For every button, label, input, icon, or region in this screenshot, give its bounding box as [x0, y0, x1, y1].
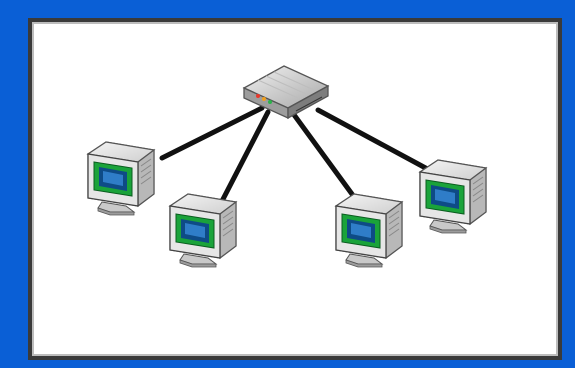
computer-icon — [169, 193, 237, 268]
cable-computer-4 — [315, 107, 436, 175]
computer-icon — [419, 159, 487, 234]
cable-computer-3 — [289, 109, 363, 208]
network-cables — [159, 105, 436, 208]
computer-icon — [87, 141, 155, 216]
cable-computer-1 — [159, 105, 265, 161]
cable-computer-2 — [217, 109, 271, 208]
network-hub-icon — [242, 65, 330, 120]
computer-icon — [335, 193, 403, 268]
